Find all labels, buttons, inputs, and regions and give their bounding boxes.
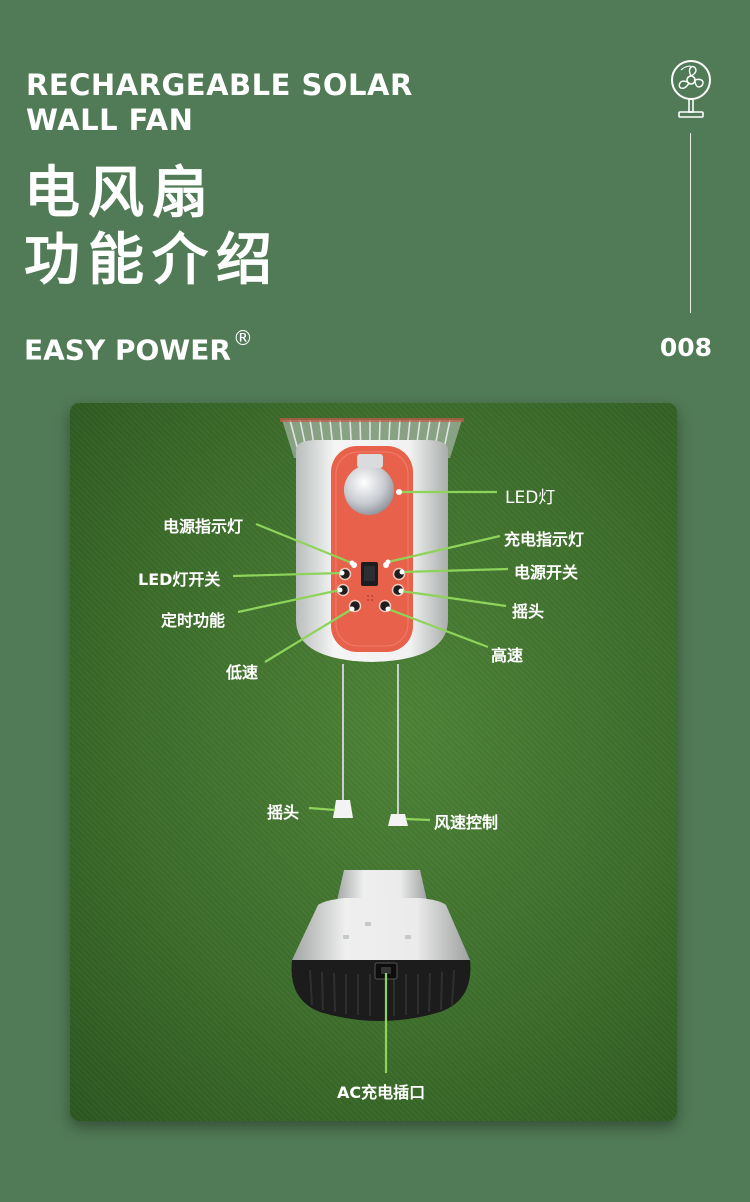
label-charge-indicator: 充电指示灯: [504, 530, 585, 549]
label-low-speed: 低速: [226, 663, 259, 682]
label-power-switch: 电源开关: [514, 563, 579, 582]
oscillate-cord-handle[interactable]: [333, 800, 353, 818]
base-bottom: [291, 960, 471, 1021]
title-english-line1: RECHARGEABLE SOLAR: [26, 68, 413, 102]
stand-neck: [336, 870, 428, 905]
label-high-speed: 高速: [491, 646, 524, 665]
callout-lines: [232, 490, 509, 1073]
brand-name: EASY POWER®: [24, 326, 253, 367]
led-lamp: [344, 465, 394, 515]
label-led-switch: LED灯开关: [138, 570, 221, 589]
title-english: RECHARGEABLE SOLAR WALL FAN: [26, 68, 413, 138]
title-chinese-line1: 电风扇: [24, 161, 216, 226]
vertical-divider: [690, 133, 691, 313]
page-number: 008: [659, 333, 712, 362]
registered-mark: ®: [232, 326, 253, 350]
label-oscillate-cord: 摇头: [267, 803, 300, 822]
fan-icon: [671, 60, 711, 118]
label-speed-cord: 风速控制: [434, 813, 499, 832]
label-ac-port: AC充电插口: [337, 1083, 426, 1102]
title-english-line2: WALL FAN: [26, 103, 194, 137]
base-housing: [292, 898, 470, 960]
brand-text: EASY POWER: [24, 333, 231, 367]
speed-cord-handle[interactable]: [388, 814, 408, 826]
label-timer: 定时功能: [161, 611, 226, 630]
title-chinese-line2: 功能介绍: [24, 228, 280, 293]
label-oscillate: 摇头: [512, 602, 545, 621]
label-power-indicator: 电源指示灯: [163, 517, 244, 536]
label-led-light: LED灯: [505, 488, 556, 508]
